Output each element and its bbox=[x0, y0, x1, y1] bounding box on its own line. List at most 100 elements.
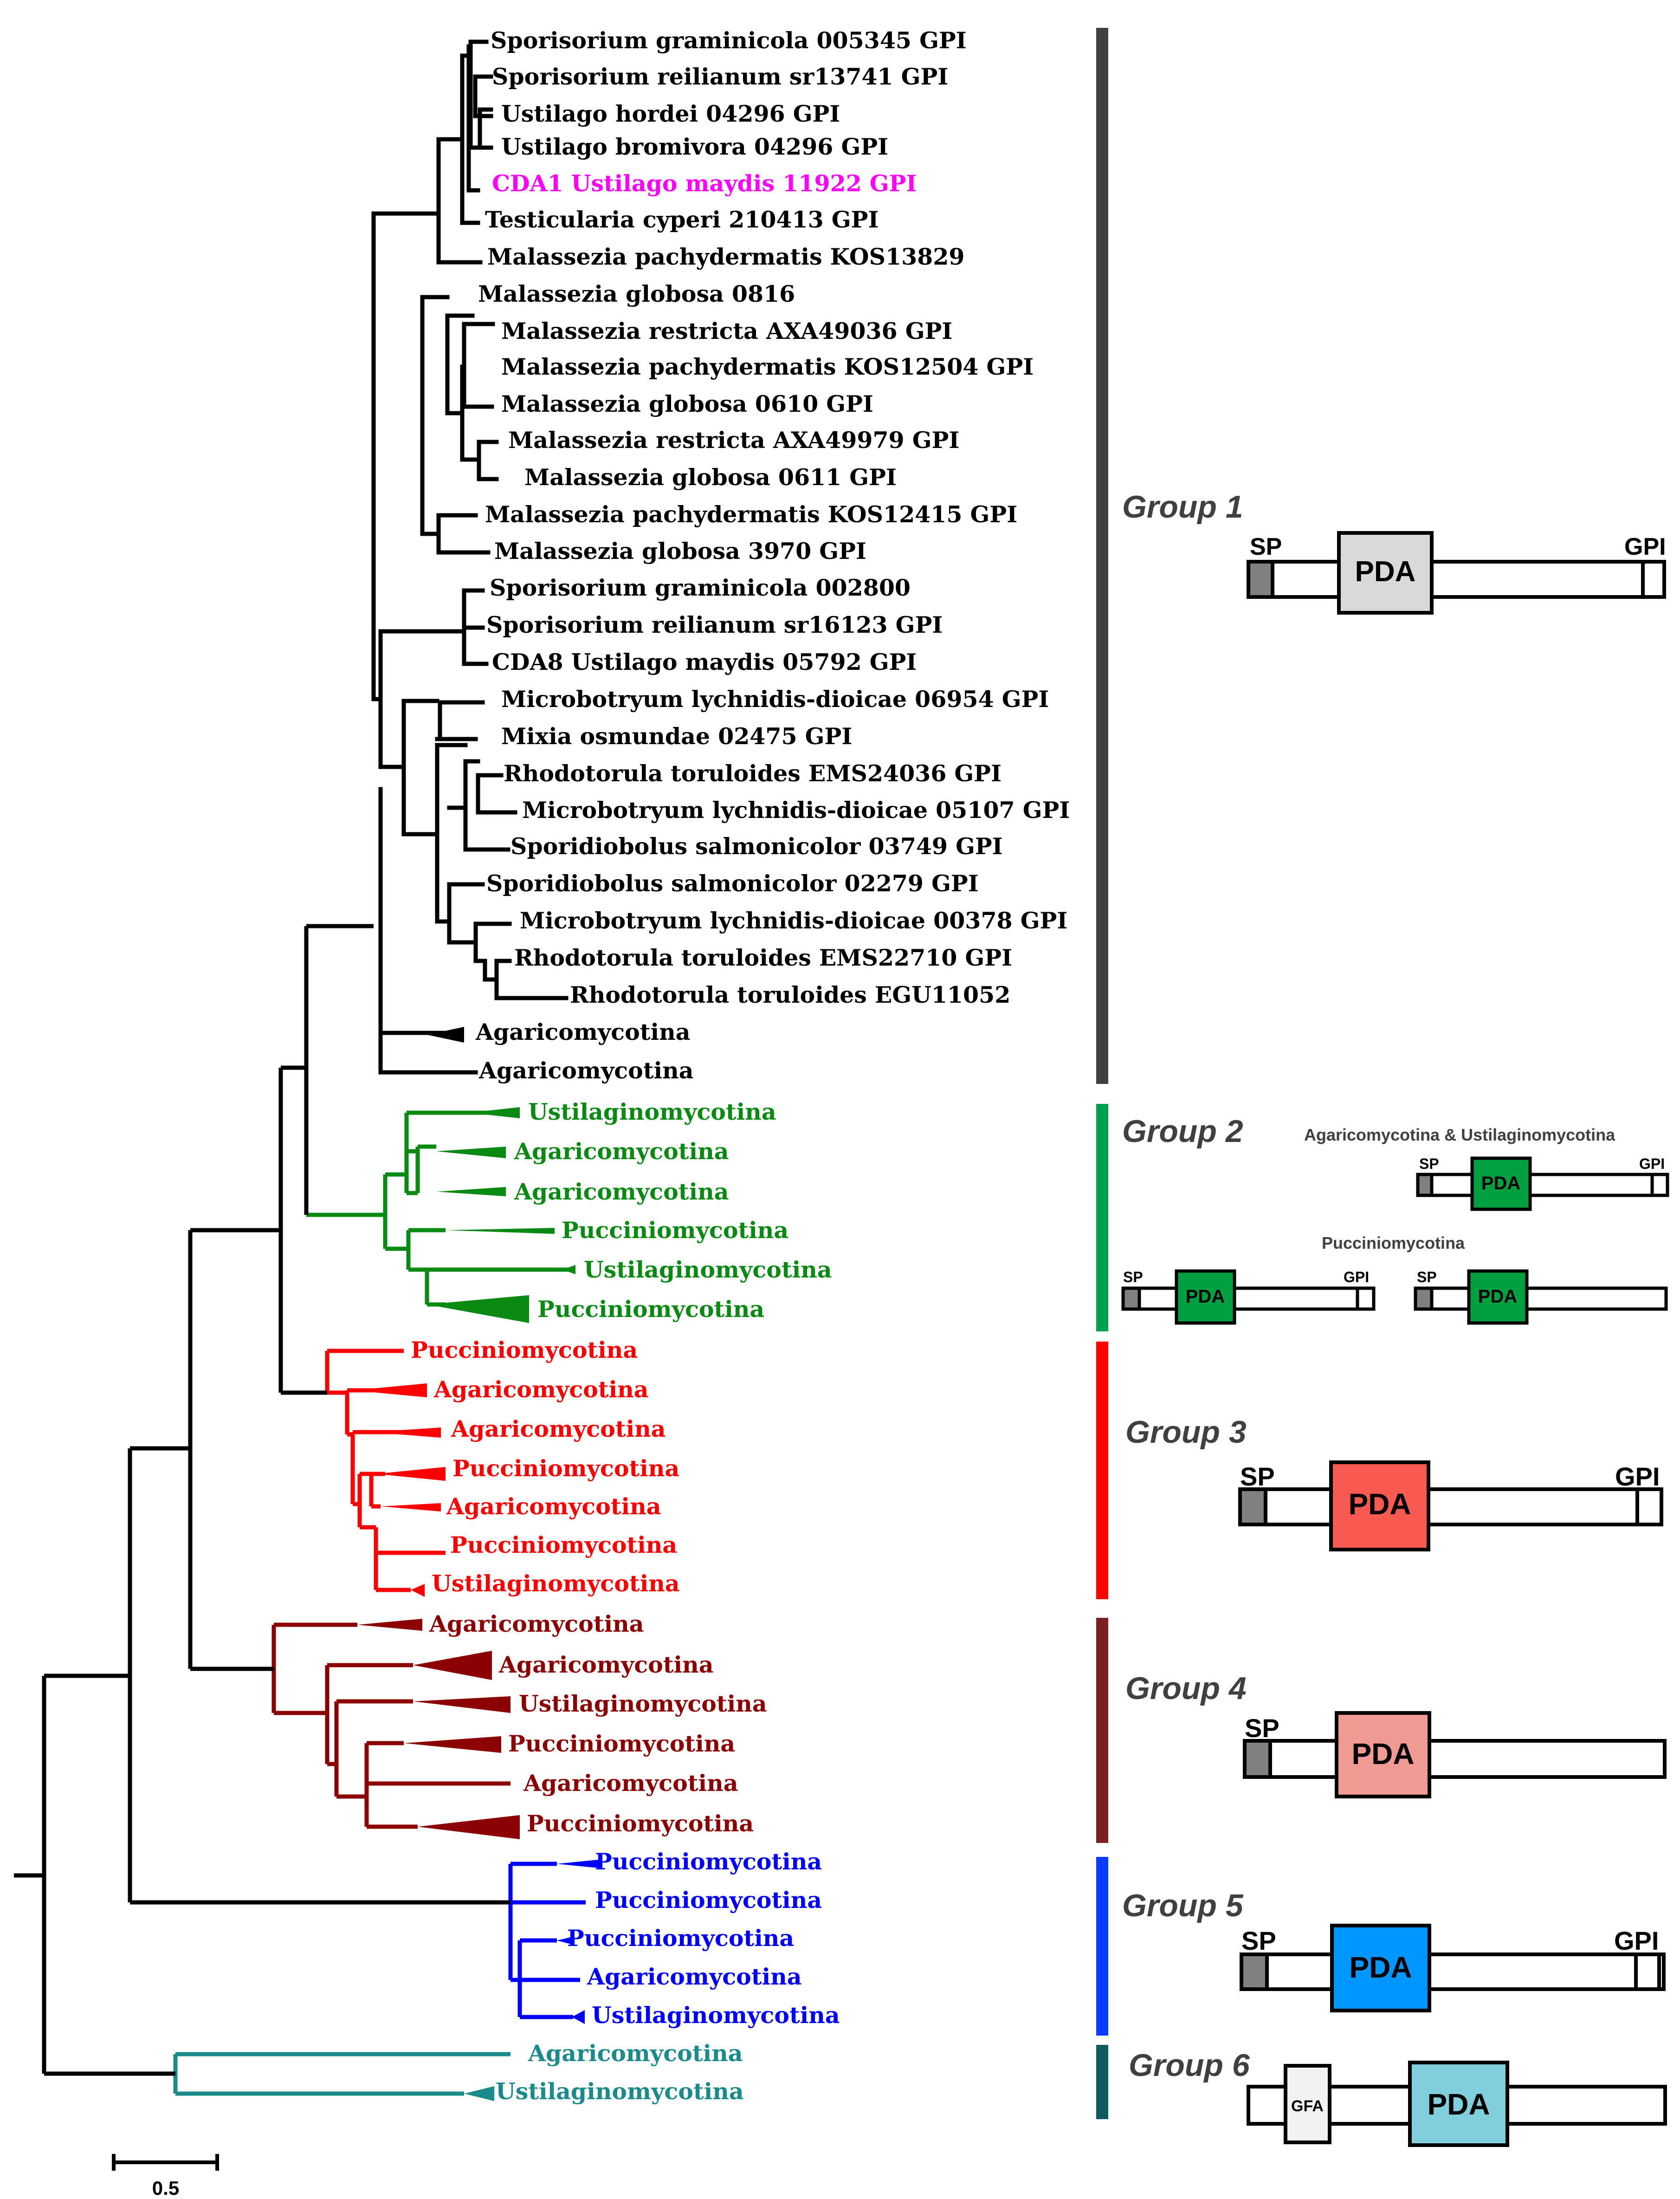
leaf-label: Pucciniomycotina bbox=[595, 1848, 822, 1875]
leaf-label: Sporisorium graminicola 005345 GPI bbox=[491, 27, 967, 54]
group-labels: Group 1 Group 2 Group 3 Group 4 Group 5 … bbox=[1122, 489, 1250, 2083]
group4-domain-labels: SP PDA bbox=[1245, 1713, 1415, 1771]
leaf-label: Pucciniomycotina bbox=[527, 1810, 754, 1837]
group4-domain-diagram bbox=[1243, 1711, 1667, 1798]
group5-leaf-labels: Pucciniomycotina Pucciniomycotina Puccin… bbox=[567, 1848, 840, 2029]
group4-leaf-labels: Agaricomycotina Agaricomycotina Ustilagi… bbox=[429, 1610, 767, 1837]
group5-branches bbox=[508, 1862, 586, 2019]
pda-label: PDA bbox=[1351, 1737, 1414, 1771]
group6-collapsed-clade-triangle bbox=[464, 2086, 494, 2101]
scale-bar-label: 0.5 bbox=[152, 2177, 179, 2199]
pda-label: PDA bbox=[1427, 2088, 1490, 2121]
leaf-label: Ustilaginomycotina bbox=[528, 1098, 776, 1125]
leaf-label: Ustilago bromivora 04296 GPI bbox=[501, 133, 888, 160]
group6-domain-diagram bbox=[1247, 2061, 1667, 2147]
protein-backbone bbox=[1121, 1286, 1376, 1311]
leaf-label: Agaricomycotina bbox=[451, 1415, 666, 1442]
leaf-label: Rhodotorula toruloides EMS22710 GPI bbox=[514, 944, 1012, 971]
leaf-label: Pucciniomycotina bbox=[562, 1217, 788, 1244]
protein-backbone bbox=[1238, 1487, 1663, 1526]
gpi-label: GPI bbox=[1344, 1269, 1369, 1285]
pda-label: PDA bbox=[1478, 1286, 1517, 1307]
pda-label: PDA bbox=[1186, 1286, 1225, 1307]
leaf-label: Pucciniomycotina bbox=[411, 1336, 638, 1363]
leaf-label: Pucciniomycotina bbox=[567, 1925, 794, 1952]
leaf-label: Malassezia pachydermatis KOS13829 bbox=[487, 243, 964, 270]
group3-bar bbox=[1096, 1342, 1108, 1599]
sp-domain bbox=[1238, 1487, 1267, 1526]
group6-leaf-labels: Agaricomycotina Ustilaginomycotina bbox=[496, 2040, 744, 2105]
group6-bar bbox=[1096, 2045, 1108, 2119]
sp-label: SP bbox=[1240, 1462, 1275, 1491]
group2-left-domain-diagram bbox=[1121, 1269, 1376, 1325]
leaf-label: Agaricomycotina bbox=[528, 2040, 743, 2067]
group5-domain-labels: SP GPI PDA bbox=[1241, 1926, 1659, 1984]
leaf-label: Testicularia cyperi 210413 GPI bbox=[485, 206, 879, 233]
leaf-label: Sporidiobolus salmonicolor 02279 GPI bbox=[486, 870, 979, 897]
group2-right-domain-labels: SP PDA bbox=[1417, 1269, 1517, 1307]
group4-label: Group 4 bbox=[1125, 1671, 1247, 1706]
sp-label: SP bbox=[1245, 1713, 1279, 1743]
pda-label: PDA bbox=[1355, 556, 1416, 588]
leaf-label: Mixia osmundae 02475 GPI bbox=[501, 723, 852, 750]
group5-collapsed-clades bbox=[557, 1860, 599, 2024]
sp-domain bbox=[1240, 1953, 1269, 1991]
sp-domain bbox=[1243, 1739, 1272, 1779]
leaf-label: Ustilaginomycotina bbox=[519, 1690, 767, 1717]
leaf-label: Ustilaginomycotina bbox=[496, 2078, 744, 2105]
pda-label: PDA bbox=[1349, 1951, 1412, 1984]
group5-bar bbox=[1096, 1857, 1108, 2036]
group-bars bbox=[1096, 28, 1108, 2119]
group6-label: Group 6 bbox=[1129, 2048, 1250, 2083]
pda-domain bbox=[1467, 1269, 1529, 1325]
leaf-label: Malassezia globosa 0610 GPI bbox=[501, 390, 873, 417]
leaf-label: Ustilago hordei 04296 GPI bbox=[501, 100, 840, 127]
protein-backbone bbox=[1240, 1953, 1666, 1991]
leaf-label: Malassezia globosa 0611 GPI bbox=[524, 464, 897, 491]
leaf-label: CDA8 Ustilago maydis 05792 GPI bbox=[492, 649, 917, 675]
leaf-label: Microbotryum lychnidis-dioicae 00378 GPI bbox=[520, 907, 1067, 934]
leaf-label: Ustilaginomycotina bbox=[584, 1256, 832, 1283]
group1-branches bbox=[371, 39, 569, 1075]
scale-bar bbox=[112, 2154, 219, 2171]
leaf-label: Malassezia restricta AXA49036 GPI bbox=[501, 318, 952, 344]
leaf-label: Agaricomycotina bbox=[433, 1376, 648, 1403]
group5-label: Group 5 bbox=[1122, 1888, 1244, 1923]
gfa-label: GFA bbox=[1291, 2097, 1324, 2115]
backbone-branches bbox=[14, 924, 510, 2076]
leaf-label: Sporisorium graminicola 002800 bbox=[490, 574, 911, 601]
gpi-label: GPI bbox=[1615, 1462, 1660, 1491]
group3-domain-diagram bbox=[1238, 1460, 1663, 1551]
group2-top-domain-diagram bbox=[1416, 1156, 1669, 1211]
group3-label: Group 3 bbox=[1125, 1414, 1247, 1450]
leaf-label: Malassezia globosa 3970 GPI bbox=[494, 538, 866, 564]
leaf-label: Agaricomycotina bbox=[587, 1963, 801, 1990]
sp-label: SP bbox=[1123, 1269, 1143, 1285]
sp-label: SP bbox=[1241, 1926, 1276, 1955]
leaf-label: Pucciniomycotina bbox=[452, 1455, 679, 1482]
leaf-label: Rhodotorula toruloides EMS24036 GPI bbox=[504, 760, 1002, 787]
sp-domain bbox=[1414, 1286, 1434, 1311]
gfa-domain bbox=[1284, 2064, 1331, 2144]
leaf-label: Agaricomycotina bbox=[429, 1610, 644, 1637]
leaf-label: Agaricomycotina bbox=[514, 1178, 729, 1205]
sp-label: SP bbox=[1417, 1269, 1437, 1285]
group2-right-domain-diagram bbox=[1414, 1269, 1668, 1325]
leaf-label: Pucciniomycotina bbox=[537, 1296, 764, 1323]
leaf-label: Agaricomycotina bbox=[446, 1493, 661, 1520]
sp-domain bbox=[1416, 1173, 1434, 1197]
pda-label: PDA bbox=[1348, 1487, 1411, 1521]
pda-domain bbox=[1330, 1924, 1431, 2012]
group2-top-caption: Agaricomycotina & Ustilaginomycotina bbox=[1304, 1125, 1615, 1144]
gpi-domain bbox=[1634, 1953, 1661, 1991]
gpi-label: GPI bbox=[1614, 1926, 1659, 1955]
gpi-label: GPI bbox=[1624, 533, 1666, 560]
pda-domain bbox=[1408, 2061, 1509, 2147]
leaf-label: Sporisorium reilianum sr13741 GPI bbox=[492, 63, 948, 90]
gpi-domain bbox=[1635, 1487, 1663, 1526]
sp-label: SP bbox=[1419, 1155, 1439, 1172]
leaf-label: Pucciniomycotina bbox=[508, 1730, 735, 1757]
leaf-label: Ustilaginomycotina bbox=[592, 2002, 840, 2029]
leaf-label: Agaricomycotina bbox=[478, 1057, 693, 1084]
gpi-label: GPI bbox=[1639, 1155, 1665, 1172]
